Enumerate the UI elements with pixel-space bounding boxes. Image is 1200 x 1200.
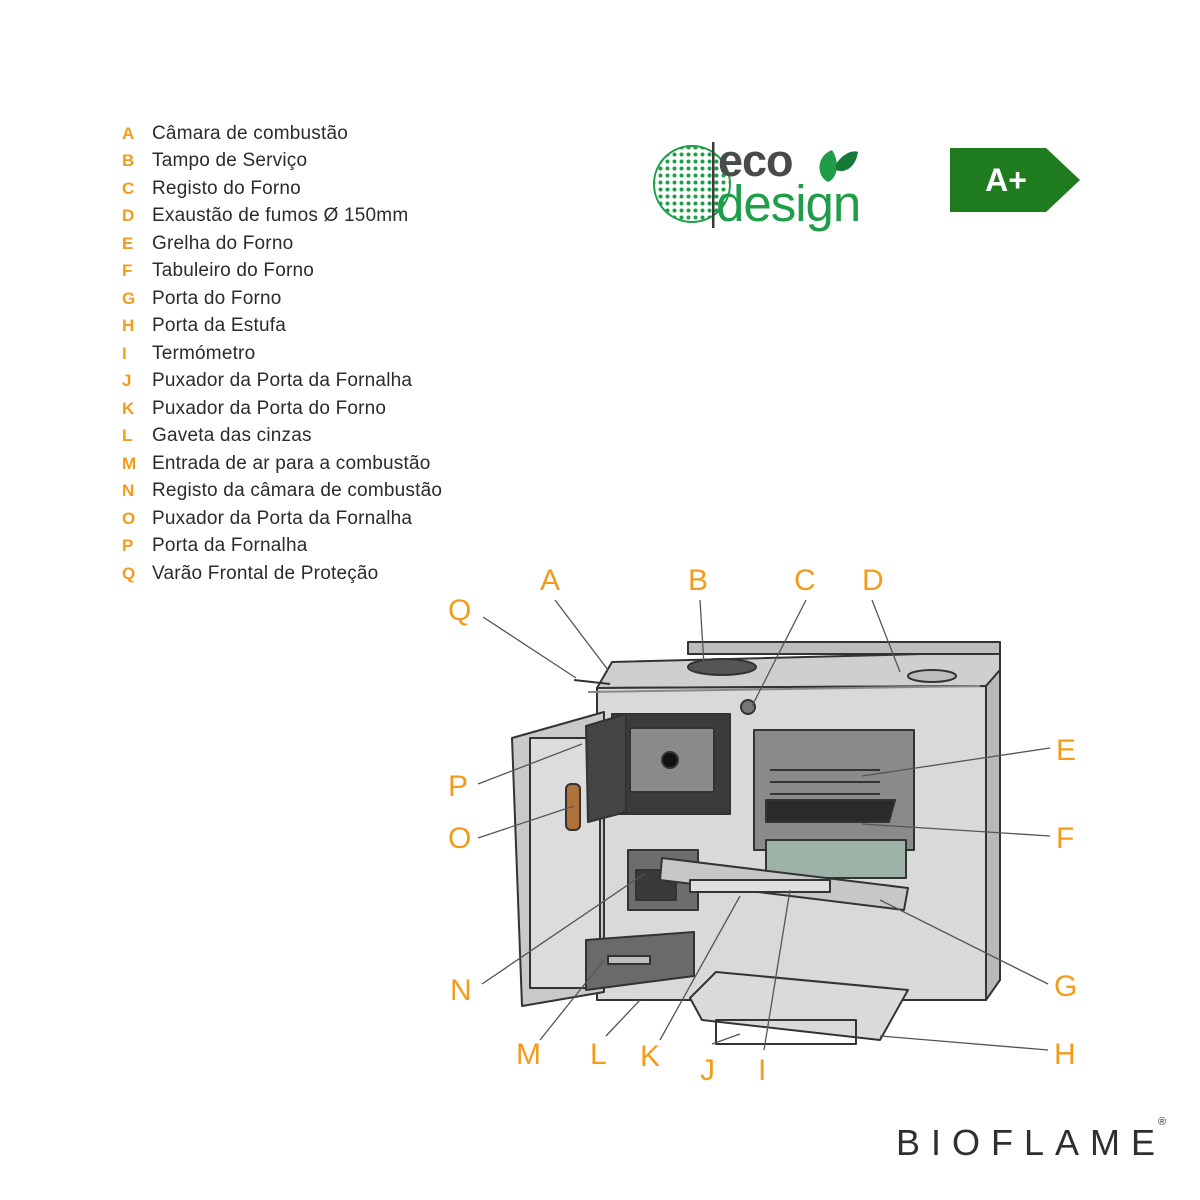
legend-item: O Puxador da Porta da Fornalha — [118, 505, 442, 533]
energy-arrow-icon — [950, 148, 1080, 212]
legend-item: H Porta da Estufa — [118, 313, 442, 341]
callout-label: E — [1056, 734, 1076, 767]
legend-letter: A — [122, 123, 135, 143]
legend-letter: H — [122, 316, 135, 336]
parts-legend: A Câmara de combustão B Tampo de Serviço C… — [118, 120, 442, 588]
leaf-icon — [836, 151, 858, 172]
legend-text: Porta da Estufa — [152, 315, 286, 337]
legend-text: Registo do Forno — [152, 177, 301, 199]
callout-label: D — [862, 564, 884, 597]
callout-label: F — [1056, 822, 1074, 855]
legend-item: D Exaustão de fumos Ø 150mm — [118, 203, 442, 231]
legend-letter: Q — [122, 563, 136, 583]
legend-letter: D — [122, 206, 135, 226]
legend-text: Gaveta das cinzas — [152, 425, 312, 447]
legend-item: N Registo da câmara de combustão — [118, 478, 442, 506]
legend-item: J Puxador da Porta da Fornalha — [118, 368, 442, 396]
energy-class-label: A+ — [985, 162, 1027, 198]
callout-label: Q — [448, 594, 471, 627]
legend-text: Termómetro — [152, 342, 256, 364]
legend-text: Varão Frontal de Proteção — [152, 562, 379, 584]
legend-letter: K — [122, 398, 135, 418]
legend-text: Puxador da Porta do Forno — [152, 397, 387, 419]
callout-label: L — [590, 1038, 607, 1071]
callout-label: O — [448, 822, 471, 855]
legend-text: Tampo de Serviço — [152, 150, 308, 172]
legend-item: F Tabuleiro do Forno — [118, 258, 442, 286]
legend-text: Porta do Forno — [152, 287, 282, 309]
legend-item: P Porta da Fornalha — [118, 533, 442, 561]
legend-item: E Grelha do Forno — [118, 230, 442, 258]
leader-lines — [477, 599, 1051, 1051]
legend-item: K Puxador da Porta do Forno — [118, 395, 442, 423]
legend-letter: C — [122, 178, 135, 198]
callout-label: I — [758, 1054, 766, 1087]
callout-label: H — [1054, 1038, 1076, 1071]
legend-letter: J — [122, 371, 132, 391]
legend-letter: B — [122, 151, 135, 171]
callout-label: A — [540, 564, 560, 597]
legend-item: M Entrada de ar para a combustão — [118, 450, 442, 478]
bioflame-logo: BIOFLAME ® — [896, 1116, 1167, 1164]
legend-letter: L — [122, 426, 133, 446]
stove-illustration — [511, 641, 1001, 1045]
callout-label: G — [1054, 970, 1077, 1003]
callout-label: P — [448, 770, 468, 803]
legend-letter: O — [122, 508, 136, 528]
legend-item: C Registo do Forno — [118, 175, 442, 203]
callout-label: C — [794, 564, 816, 597]
legend-item: Q Varão Frontal de Proteção — [118, 560, 442, 588]
legend-letter: N — [122, 481, 135, 501]
legend-letter: E — [122, 233, 134, 253]
legend-item: A Câmara de combustão — [118, 120, 442, 148]
legend-letter: I — [122, 343, 127, 363]
legend-text: Grelha do Forno — [152, 232, 294, 254]
legend-text: Porta da Fornalha — [152, 535, 308, 557]
design-word: design — [716, 175, 861, 232]
legend-letter: P — [122, 536, 134, 556]
legend-text: Entrada de ar para a combustão — [152, 452, 431, 474]
eco-word: eco — [718, 135, 794, 186]
registered-mark: ® — [1158, 1116, 1167, 1128]
ecodesign-logo: eco design — [650, 130, 890, 245]
legend-text: Exaustão de fumos Ø 150mm — [152, 205, 409, 227]
eco-globe-icon — [653, 142, 858, 228]
leaf-icon — [819, 150, 837, 182]
legend-letter: F — [122, 261, 133, 281]
legend-letter: M — [122, 453, 137, 473]
callout-labels: A B C D E F G H I J K L M N O P Q — [448, 564, 1077, 1087]
legend-item: G Porta do Forno — [118, 285, 442, 313]
legend-text: Puxador da Porta da Fornalha — [152, 370, 413, 392]
callout-label: B — [688, 564, 708, 597]
energy-class-badge: A+ — [950, 148, 1082, 219]
callout-label: M — [516, 1038, 541, 1071]
legend-item: B Tampo de Serviço — [118, 148, 442, 176]
callout-label: K — [640, 1040, 660, 1073]
callout-label: J — [700, 1054, 715, 1087]
legend-text: Registo da câmara de combustão — [152, 480, 443, 502]
brand-name: BIOFLAME — [896, 1122, 1167, 1163]
legend-item: I Termómetro — [118, 340, 442, 368]
legend-item: L Gaveta das cinzas — [118, 423, 442, 451]
legend-text: Puxador da Porta da Fornalha — [152, 507, 413, 529]
callout-label: N — [450, 974, 472, 1007]
legend-text: Tabuleiro do Forno — [152, 260, 315, 282]
legend-text: Câmara de combustão — [152, 122, 349, 144]
legend-letter: G — [122, 288, 136, 308]
